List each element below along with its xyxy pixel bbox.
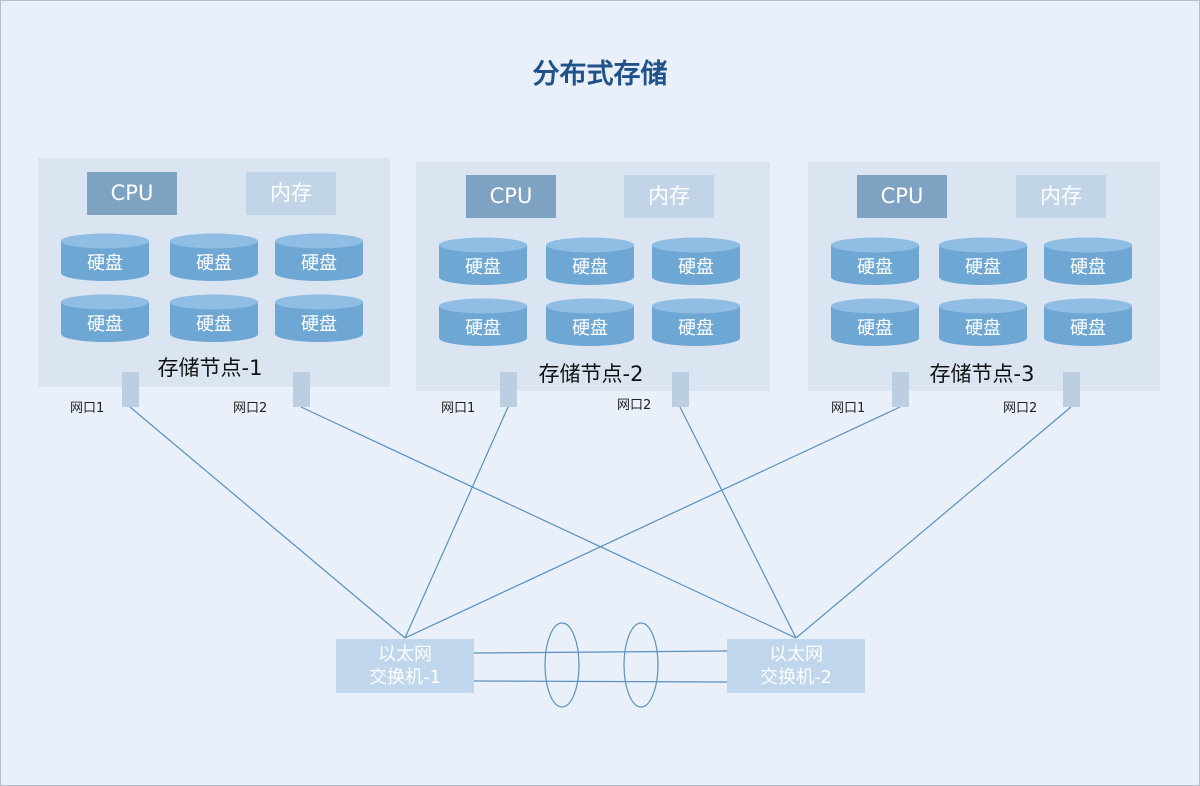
- node-name: 存储节点-2: [538, 362, 644, 386]
- node-name: 存储节点-1: [157, 356, 263, 380]
- disk-label: 硬盘: [965, 318, 1001, 339]
- port-label-1: 网口1: [70, 401, 105, 416]
- disk-label: 硬盘: [87, 253, 123, 274]
- disk-label: 硬盘: [196, 314, 232, 335]
- disk-label: 硬盘: [465, 318, 501, 339]
- disk-label: 硬盘: [1070, 318, 1106, 339]
- switch-label-line1: 以太网: [769, 644, 823, 665]
- disk-icon: 硬盘: [545, 298, 635, 348]
- disk-icon: 硬盘: [651, 237, 741, 287]
- cpu-block: CPU: [87, 172, 177, 215]
- disk-icon: 硬盘: [938, 237, 1028, 287]
- disk-label: 硬盘: [572, 257, 608, 278]
- disk-icon: 硬盘: [1043, 298, 1133, 348]
- network-port-1: [122, 372, 139, 407]
- disk-label: 硬盘: [857, 318, 893, 339]
- ethernet-switch-1: 以太网 交换机-1: [336, 639, 474, 693]
- link-node2-port1-switch1: [404, 406, 509, 639]
- disk-label: 硬盘: [572, 318, 608, 339]
- storage-node-3: CPU 内存 硬盘 硬盘 硬盘 硬盘 硬盘 硬盘 存储节点-3: [808, 162, 1160, 391]
- cpu-block: CPU: [466, 175, 556, 218]
- memory-block: 内存: [246, 172, 336, 215]
- disk-icon: 硬盘: [830, 237, 920, 287]
- cpu-block: CPU: [857, 175, 947, 218]
- disk-label: 硬盘: [301, 253, 337, 274]
- link-node3-port1-switch1: [404, 406, 901, 639]
- switch-label-line2: 交换机-1: [369, 667, 441, 688]
- disk-icon: 硬盘: [651, 298, 741, 348]
- storage-node-1: CPU 内存 硬盘 硬盘 硬盘 硬盘 硬盘 硬盘 存储节点-1: [38, 158, 390, 387]
- network-port-1: [892, 372, 909, 407]
- port-label-1: 网口1: [831, 401, 866, 416]
- port-label-2: 网口2: [617, 398, 652, 413]
- switch-label-line1: 以太网: [378, 644, 432, 665]
- disk-icon: 硬盘: [438, 298, 528, 348]
- storage-node-2: CPU 内存 硬盘 硬盘 硬盘 硬盘 硬盘 硬盘 存储节点-2: [416, 162, 770, 391]
- disk-icon: 硬盘: [169, 233, 259, 283]
- network-port-2: [672, 372, 689, 407]
- link-node1-port2-switch2: [300, 406, 797, 639]
- disk-label: 硬盘: [678, 257, 714, 278]
- node-name: 存储节点-3: [929, 362, 1035, 386]
- disk-label: 硬盘: [678, 318, 714, 339]
- disk-icon: 硬盘: [545, 237, 635, 287]
- disk-icon: 硬盘: [169, 294, 259, 344]
- memory-block: 内存: [624, 175, 714, 218]
- disk-icon: 硬盘: [274, 294, 364, 344]
- ethernet-switch-2: 以太网 交换机-2: [727, 639, 865, 693]
- diagram-title: 分布式存储: [532, 59, 668, 90]
- disk-label: 硬盘: [965, 257, 1001, 278]
- disk-icon: 硬盘: [60, 233, 150, 283]
- disk-icon: 硬盘: [1043, 237, 1133, 287]
- disk-icon: 硬盘: [938, 298, 1028, 348]
- network-port-1: [500, 372, 517, 407]
- switch-label-line2: 交换机-2: [760, 667, 832, 688]
- port-label-2: 网口2: [233, 401, 268, 416]
- disk-icon: 硬盘: [830, 298, 920, 348]
- link-node3-port2-switch2: [795, 406, 1072, 639]
- link-aggregation-ellipse-1: [544, 622, 580, 708]
- disk-label: 硬盘: [1070, 257, 1106, 278]
- memory-block: 内存: [1016, 175, 1106, 218]
- disk-label: 硬盘: [857, 257, 893, 278]
- link-node2-port2-switch2: [679, 406, 797, 639]
- disk-label: 硬盘: [87, 314, 123, 335]
- disk-icon: 硬盘: [438, 237, 528, 287]
- disk-icon: 硬盘: [274, 233, 364, 283]
- link-node1-port1-switch1: [129, 406, 406, 639]
- disk-icon: 硬盘: [60, 294, 150, 344]
- port-label-2: 网口2: [1003, 401, 1038, 416]
- stack-link-top: [473, 650, 728, 654]
- disk-label: 硬盘: [465, 257, 501, 278]
- stack-link-bottom: [473, 680, 728, 683]
- network-port-2: [1063, 372, 1080, 407]
- disk-label: 硬盘: [196, 253, 232, 274]
- network-port-2: [293, 372, 310, 407]
- link-aggregation-ellipse-2: [623, 622, 659, 708]
- disk-label: 硬盘: [301, 314, 337, 335]
- port-label-1: 网口1: [441, 401, 476, 416]
